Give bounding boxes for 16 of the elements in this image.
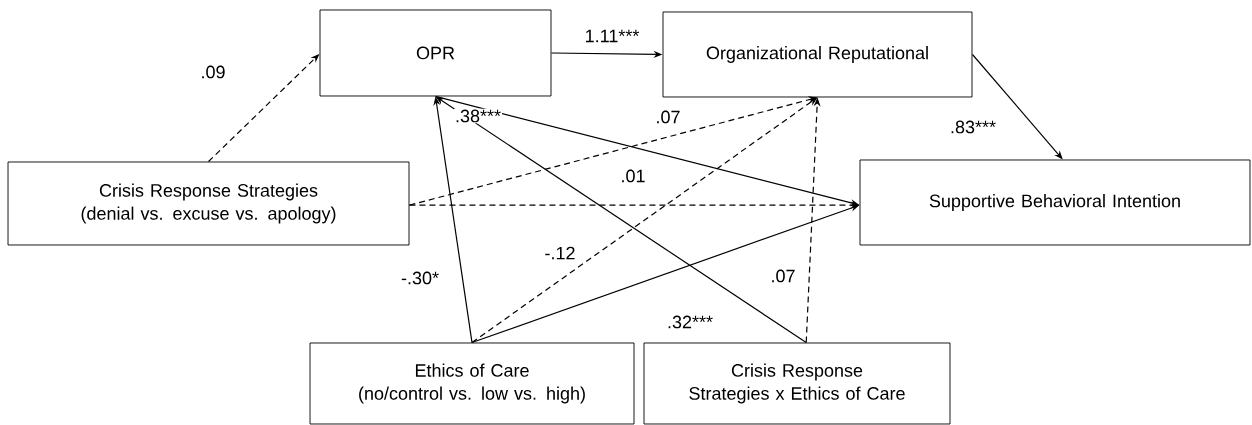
edge-label: .32*** bbox=[666, 314, 715, 330]
edge-label: 1.11*** bbox=[583, 28, 641, 44]
variable-box: Ethics of Care (no/control vs. low vs. high) bbox=[309, 342, 635, 425]
edge-label: .83*** bbox=[949, 119, 997, 135]
variable-box: Crisis Response Strategies x Ethics of Care bbox=[643, 342, 951, 425]
edge-label: .09 bbox=[199, 64, 227, 80]
variable-box: Crisis Response Strategies (denial vs. excuse vs. apology) bbox=[7, 161, 410, 246]
variable-box: OPR bbox=[319, 9, 552, 97]
edge-label: .07 bbox=[769, 268, 797, 284]
edge-label: .01 bbox=[619, 168, 647, 184]
variable-box: Organizational Reputational bbox=[662, 11, 973, 98]
edge-label: -.30* bbox=[400, 270, 440, 286]
edge-label: .07 bbox=[654, 109, 682, 125]
edge-label: .38*** bbox=[454, 108, 503, 124]
variable-box: Supportive Behavioral Intention bbox=[859, 159, 1251, 246]
edge-label: -.12 bbox=[543, 245, 577, 261]
